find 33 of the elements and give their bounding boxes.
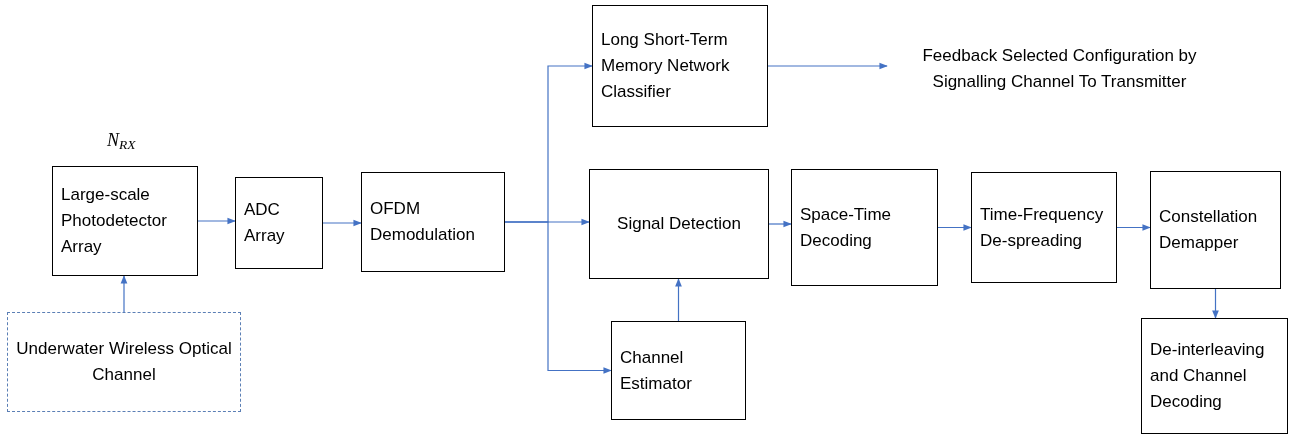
process-box bbox=[589, 169, 769, 279]
box-label: Time-Frequency De-spreading bbox=[980, 203, 1105, 252]
box-label: Underwater Wireless Optical Channel bbox=[16, 338, 232, 386]
box-label: Feedback Selected Configuration by Signalling Channel To Transmitter bbox=[921, 45, 1198, 93]
box-label: De-interleaving and Channel Decoding bbox=[1150, 339, 1266, 413]
arrow bbox=[767, 62, 888, 70]
process-box bbox=[7, 312, 241, 412]
arrow bbox=[197, 217, 236, 225]
arrow bbox=[675, 278, 682, 322]
process-box bbox=[1150, 171, 1281, 289]
box-label: Long Short-Term Memory Network Classifier bbox=[601, 29, 731, 103]
arrow bbox=[768, 220, 792, 228]
process-box bbox=[791, 169, 938, 286]
box-label: OFDM Demodulation bbox=[370, 198, 476, 246]
process-box bbox=[1141, 318, 1288, 434]
arrow bbox=[1212, 288, 1219, 319]
process-box bbox=[361, 172, 505, 272]
count-label: N$_{RX}$ bbox=[107, 129, 136, 154]
arrow bbox=[937, 224, 972, 231]
arrow bbox=[120, 275, 128, 313]
process-box bbox=[235, 177, 323, 269]
box-label: Space-Time Decoding bbox=[800, 203, 892, 252]
process-box bbox=[611, 321, 746, 420]
box-label: Constellation Demapper bbox=[1159, 206, 1259, 254]
box-label: Large-scale Photodetector Array bbox=[61, 184, 168, 258]
arrow bbox=[1116, 224, 1151, 231]
arrow bbox=[504, 221, 612, 374]
process-box bbox=[971, 172, 1117, 283]
box-label: ADC Array bbox=[244, 199, 286, 247]
box-label: Channel Estimator bbox=[620, 346, 693, 395]
box-label: Signal Detection bbox=[617, 213, 741, 235]
process-box bbox=[592, 5, 768, 127]
arrow bbox=[322, 219, 362, 227]
